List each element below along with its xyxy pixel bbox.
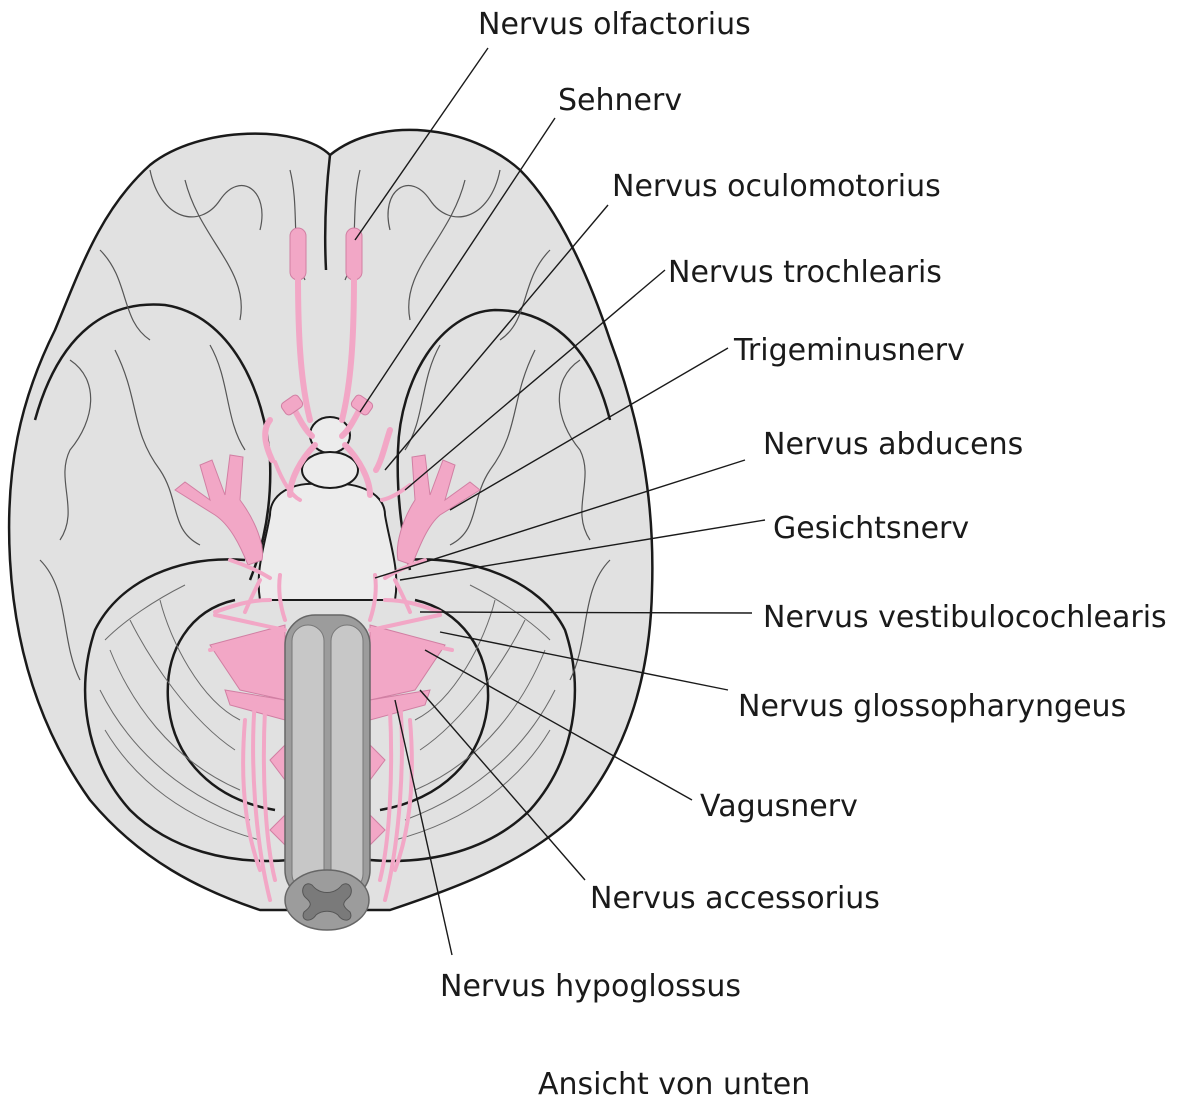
trigeminal-nerve-left [174,454,264,566]
descending-nerve-strands [241,698,414,902]
leader-trigeminus [449,347,729,511]
right-temporal-lobe [396,308,612,571]
leader-lines [354,47,766,956]
olfactory-tract-right [339,272,357,423]
trochlear-nerve-left [273,460,302,502]
brain [7,128,654,912]
grey-matter-butterfly [302,883,352,921]
label-sehnerv: Sehnerv [558,83,682,118]
optic-tract-right [342,442,373,498]
label-gesicht: Gesichtsnerv [773,511,969,546]
oculomotor-nerve-left [262,417,275,463]
label-olfactorius: Nervus olfactorius [478,7,751,42]
optic-stump-left [280,394,304,416]
leader-trochlearis [404,269,666,491]
label-glosso: Nervus glossopharyngeus [738,689,1126,724]
spinal-cord [284,614,371,931]
leader-vestibulo [419,611,753,614]
pontomedullary-nerves [213,558,442,622]
labels: Nervus olfactorius Sehnerv Nervus oculom… [440,7,1167,1102]
cerebrum-gyri [39,169,611,681]
caption: Ansicht von unten [538,1067,810,1102]
leader-abducens [374,459,746,579]
label-trochlearis: Nervus trochlearis [668,255,942,290]
label-accessorius: Nervus accessorius [590,881,880,916]
left-temporal-lobe [33,303,272,581]
pons [257,482,398,601]
cerebellum-folia [99,584,556,841]
leader-oculomotorius [384,204,609,471]
leader-hypoglossus [394,699,453,956]
leader-vagus [424,649,693,801]
leader-glosso [439,631,729,691]
leader-gesicht [399,519,766,581]
cerebellum-inner [166,598,490,812]
oculomotor-nerve-right [373,427,393,473]
leader-accessorius [419,689,586,881]
optic-stump-right [350,394,374,416]
label-trigeminus: Trigeminusnerv [733,333,965,368]
olfactory-tract-left [295,272,313,423]
trigeminal-nerve-right [396,454,481,566]
label-vagus: Vagusnerv [700,789,858,824]
label-hypoglossus: Nervus hypoglossus [440,969,741,1004]
mammillary-body [301,451,359,489]
cranial-nerves [174,227,481,902]
medulla-right-half [330,624,364,891]
longitudinal-fissure [323,154,332,271]
cerebellum-outline [83,558,577,863]
medulla-left-half [291,624,325,891]
trochlear-nerve-right [380,483,412,502]
label-oculomotorius: Nervus oculomotorius [612,169,941,204]
label-vestibulo: Nervus vestibulocochlearis [763,600,1167,635]
leader-sehnerv [359,117,556,413]
leader-olfactorius [354,47,489,241]
label-abducens: Nervus abducens [763,427,1023,462]
